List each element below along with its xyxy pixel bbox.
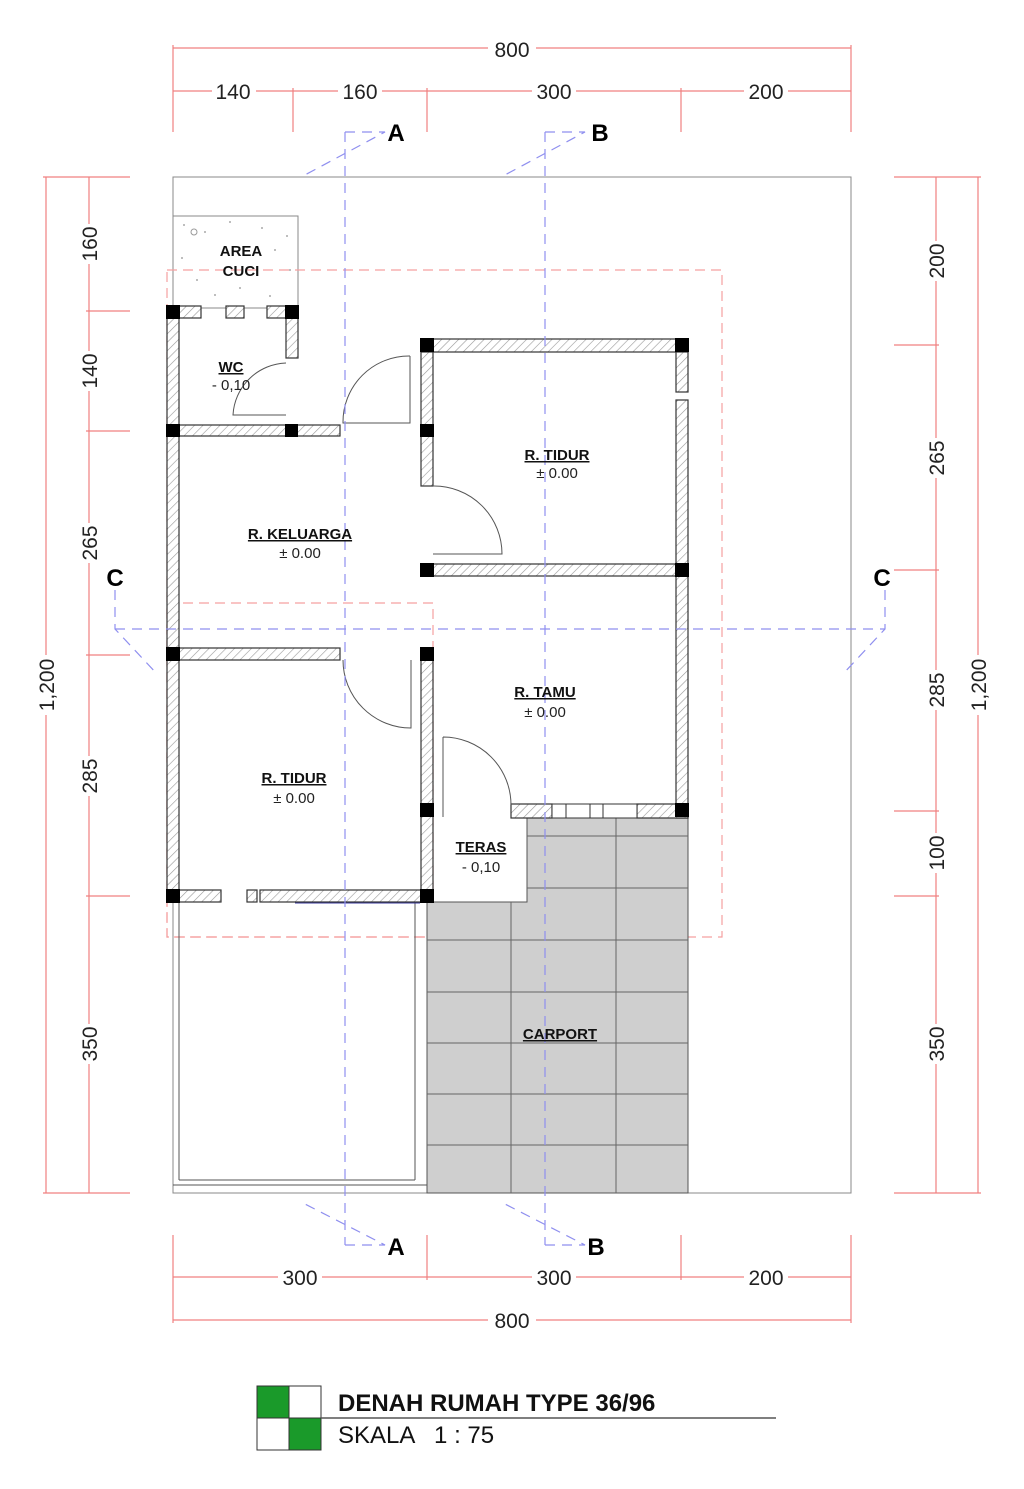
dim-bottom-total: 800 <box>494 1310 529 1333</box>
r-tamu-level: ± 0.00 <box>524 704 566 721</box>
dim-bottom-3: 200 <box>748 1267 783 1290</box>
teras-level: - 0,10 <box>462 859 500 876</box>
r-keluarga-label: R. KELUARGA <box>248 526 352 543</box>
section-a-top: A <box>387 120 404 147</box>
section-a-bottom: A <box>387 1234 404 1261</box>
dim-right-total: 1,200 <box>968 659 991 712</box>
r-tidur-2-level: ± 0.00 <box>273 790 315 807</box>
carport-floor <box>426 817 689 1194</box>
dim-left-4: 285 <box>79 758 102 793</box>
dim-right-4: 100 <box>926 835 949 870</box>
section-c-left: C <box>106 565 123 592</box>
garden-outline <box>173 902 427 1186</box>
doors <box>232 355 512 817</box>
area-cuci-floor <box>172 215 299 309</box>
dim-bottom-2: 300 <box>536 1267 571 1290</box>
dim-right-3: 285 <box>926 672 949 707</box>
dim-right-2: 265 <box>926 440 949 475</box>
columns <box>166 305 689 903</box>
dim-top-4: 200 <box>748 81 783 104</box>
area-cuci-label-2: CUCI <box>223 263 260 280</box>
dim-top-1: 140 <box>215 81 250 104</box>
dimension-labels: 800 140 160 300 200 300 300 200 800 1,20… <box>34 38 991 1333</box>
carport-label: CARPORT <box>523 1026 597 1043</box>
wc-level: - 0,10 <box>212 377 250 394</box>
section-b-top: B <box>591 120 608 147</box>
r-tamu-label: R. TAMU <box>514 684 575 701</box>
roof-outline <box>166 269 723 938</box>
drawing-title: DENAH RUMAH TYPE 36/96 <box>338 1390 655 1417</box>
dim-left-5: 350 <box>79 1026 102 1061</box>
dim-top-total: 800 <box>494 39 529 62</box>
dim-top-3: 300 <box>536 81 571 104</box>
dim-left-3: 265 <box>79 525 102 560</box>
dim-right-5: 350 <box>926 1026 949 1061</box>
wc-label: WC <box>219 359 244 376</box>
title-block <box>256 1385 776 1451</box>
dim-right-1: 200 <box>926 243 949 278</box>
r-tidur-1-label: R. TIDUR <box>525 447 590 464</box>
dim-left-2: 140 <box>79 353 102 388</box>
teras-label: TERAS <box>456 839 507 856</box>
dim-left-total: 1,200 <box>36 659 59 712</box>
section-b-bottom: B <box>587 1234 604 1261</box>
area-cuci-label-1: AREA <box>220 243 263 260</box>
dim-bottom-1: 300 <box>282 1267 317 1290</box>
section-c-right: C <box>873 565 890 592</box>
r-tidur-1-level: ± 0.00 <box>536 465 578 482</box>
area-cuci-texture <box>181 221 291 297</box>
r-keluarga-level: ± 0.00 <box>279 545 321 562</box>
dim-top-2: 160 <box>342 81 377 104</box>
dim-left-1: 160 <box>79 226 102 261</box>
r-tidur-2-label: R. TIDUR <box>262 770 327 787</box>
drawing-scale: SKALA 1 : 75 <box>338 1422 494 1449</box>
section-lines <box>114 131 886 1246</box>
